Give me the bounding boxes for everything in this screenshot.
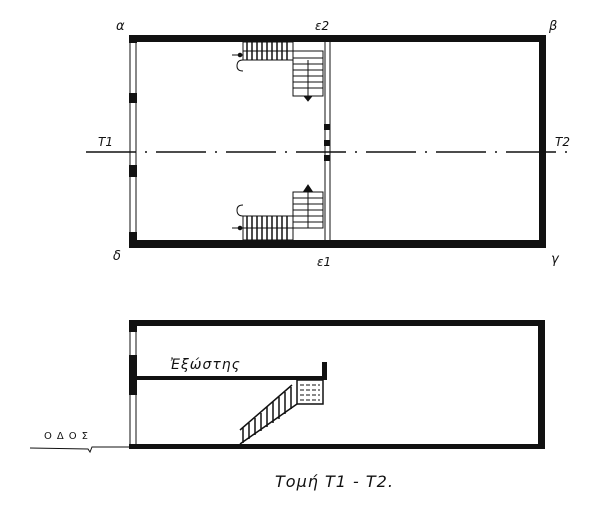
partition-label-top: ε2 bbox=[315, 19, 330, 33]
floor-plan bbox=[86, 35, 575, 248]
partition-label-bottom: ε1 bbox=[317, 255, 332, 269]
section-right-wall bbox=[538, 320, 545, 449]
balcony-parapet bbox=[322, 362, 327, 380]
stair-flight bbox=[239, 384, 298, 445]
plan-right-wall bbox=[539, 35, 546, 248]
section-left-wall bbox=[129, 320, 137, 444]
plan-bottom-wall bbox=[129, 240, 546, 248]
section-roof bbox=[129, 320, 545, 326]
balcony-slab bbox=[137, 376, 327, 380]
section-label-left: Τ1 bbox=[98, 135, 113, 149]
section-view bbox=[29, 320, 545, 454]
section-label-right: Τ2 bbox=[555, 135, 570, 149]
road-label: ΟΔΟΣ bbox=[44, 431, 93, 442]
corner-label-beta: β bbox=[549, 19, 558, 34]
corner-label-gamma: γ bbox=[551, 252, 559, 267]
street-ground-line bbox=[29, 446, 129, 454]
plan-left-wall bbox=[129, 35, 137, 242]
lower-staircase bbox=[232, 184, 324, 241]
plan-partition-wall bbox=[324, 42, 331, 240]
plan-top-wall bbox=[129, 35, 546, 42]
upper-staircase bbox=[232, 41, 324, 102]
section-floor bbox=[129, 444, 545, 449]
stair-landing bbox=[296, 379, 324, 405]
balcony-label: Ἐξώστης bbox=[170, 357, 241, 373]
drawing-caption: Τομή Τ1 - Τ2. bbox=[275, 472, 394, 491]
corner-label-alpha: α bbox=[116, 19, 125, 34]
corner-label-delta: δ bbox=[113, 249, 121, 264]
